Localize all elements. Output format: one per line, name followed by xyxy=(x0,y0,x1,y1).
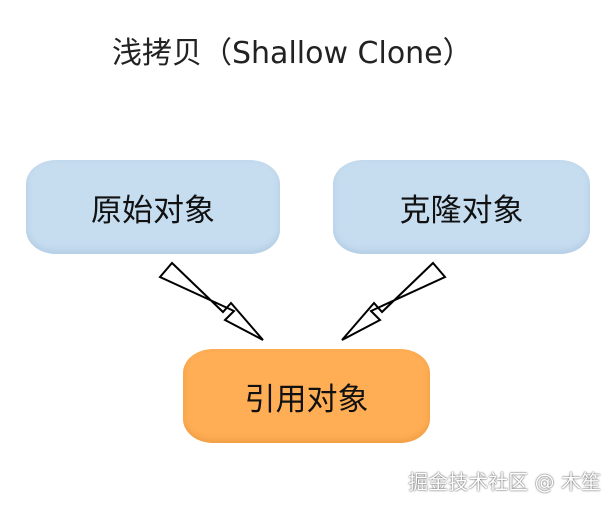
diagram-title: 浅拷贝（Shallow Clone） xyxy=(112,36,473,71)
node-original-object: 原始对象 xyxy=(26,160,280,254)
node-original-label: 原始对象 xyxy=(91,192,215,229)
node-reference-label: 引用对象 xyxy=(244,381,369,418)
node-reference-object: 引用对象 xyxy=(183,349,430,443)
watermark: 掘金技术社区 @ 木笙 xyxy=(408,470,601,494)
arrow-original-to-reference xyxy=(158,261,264,341)
node-clone-label: 克隆对象 xyxy=(399,192,524,229)
arrow-clone-to-reference xyxy=(341,261,447,341)
node-clone-object: 克隆对象 xyxy=(333,160,590,254)
